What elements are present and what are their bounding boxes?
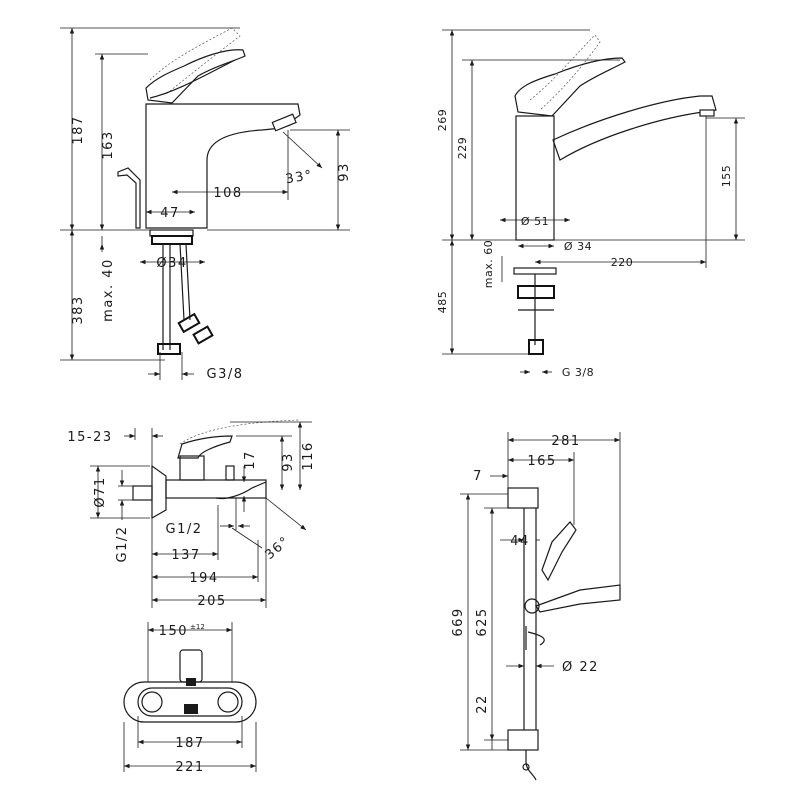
bath-front-lever (179, 649, 203, 683)
basin-nut (151, 235, 193, 245)
bath-inlet (132, 485, 153, 501)
s-label-d22: Ø 22 (562, 660, 599, 675)
k-label-269: 269 (436, 109, 449, 132)
lever-edge (149, 59, 236, 99)
s-label-165: 165 (527, 454, 556, 469)
b-label-g12-in: G1/2 (115, 526, 130, 563)
shower-top-bracket (507, 487, 539, 509)
bath-lever (177, 435, 233, 459)
s-label-281: 281 (551, 434, 580, 449)
shower-slider (524, 598, 540, 614)
label-383: 383 (71, 295, 86, 324)
label-108: 108 (213, 186, 242, 201)
s-label-625: 625 (475, 607, 490, 636)
label-max40: max. 40 (101, 258, 116, 322)
hose-fitting-mid (177, 312, 201, 334)
b-label-1523: 15-23 (67, 430, 112, 445)
bath-front-outlet (184, 704, 198, 714)
kitchen-lever-ghost (529, 34, 601, 111)
kitchen-nut (517, 285, 555, 299)
b-label-g12-out: G1/2 (166, 522, 203, 537)
k-label-485: 485 (436, 291, 449, 314)
b-label-d71: Ø71 (93, 476, 108, 507)
bath-diverter (225, 465, 235, 481)
k-label-d34: Ø 34 (564, 240, 592, 253)
label-163: 163 (101, 130, 116, 159)
bath-handle-base (179, 455, 205, 481)
bath-lever-ghost (179, 419, 301, 445)
kitchen-mixer-drawing: 269 229 155 Ø 51 Ø 34 220 max. 60 485 G … (436, 29, 745, 379)
shower-bottom-bracket (507, 729, 539, 751)
b-ext-36 (231, 527, 263, 549)
bf-label-150: 150 (159, 624, 188, 639)
bath-spout-curve (215, 481, 267, 500)
bath-front-diverter (186, 678, 196, 686)
k-label-d51: Ø 51 (521, 215, 549, 228)
b-label-93: 93 (281, 452, 296, 472)
label-187: 187 (71, 115, 86, 144)
hose-mid (179, 243, 191, 321)
s-label-669: 669 (451, 607, 466, 636)
hose-fitting-left (157, 343, 181, 355)
hose-fitting-right (192, 325, 214, 345)
shower-set-drawing: 281 165 7 44 669 625 22 Ø 22 (451, 432, 621, 781)
b-label-116: 116 (301, 441, 316, 470)
label-93: 93 (337, 162, 352, 182)
basin-lever (145, 49, 246, 104)
shower-hose-2 (527, 631, 545, 646)
s-label-22: 22 (475, 694, 490, 714)
kitchen-base (513, 267, 557, 275)
shower-handset-horizontal (535, 584, 621, 613)
b-label-205: 205 (197, 594, 226, 609)
shower-handset-tilted (541, 521, 577, 582)
bf-label-187: 187 (175, 736, 204, 751)
s-label-7: 7 (473, 469, 483, 484)
shower-hose-nut (522, 763, 530, 771)
bath-front-eccentric-right (217, 691, 239, 713)
bf-label-221: 221 (175, 760, 204, 775)
k-label-g38: G 3/8 (562, 366, 594, 379)
b-label-17: 17 (243, 450, 258, 470)
bf-label-tolerance: ±12 (190, 623, 205, 631)
basin-mixer-drawing: 187 163 93 108 47 33° Ø34 383 max. 40 G3… (60, 27, 352, 382)
k-label-220: 220 (611, 256, 634, 269)
kitchen-spout (552, 95, 717, 161)
kitchen-lever (514, 57, 626, 117)
label-d34: Ø34 (156, 256, 187, 271)
k-label-229: 229 (456, 137, 469, 160)
lever-ghost-outline (149, 27, 241, 96)
bath-front-eccentric-left (141, 691, 163, 713)
aerator (271, 113, 297, 132)
kitchen-aerator (699, 109, 715, 117)
k-label-155: 155 (720, 165, 733, 188)
bath-front-body (137, 687, 243, 717)
shower-hose-bottom (525, 750, 537, 781)
s-label-44: 44 (510, 534, 530, 549)
dim-33-deg (282, 131, 323, 169)
label-g38: G3/8 (207, 367, 244, 382)
popup-rod (117, 167, 141, 229)
label-33-deg: 33° (285, 168, 315, 188)
b-label-36-deg: 36° (262, 534, 293, 563)
bath-mixer-drawing: 15-23 116 93 17 Ø71 G1/2 G1/2 36° 137 19… (67, 419, 316, 775)
b-label-194: 194 (189, 571, 218, 586)
b-dim-36-deg (265, 497, 307, 531)
kitchen-fitting (528, 339, 544, 355)
label-47: 47 (160, 206, 180, 221)
bath-wall-flange (151, 464, 167, 520)
b-label-137: 137 (171, 548, 200, 563)
k-label-max60: max. 60 (482, 240, 495, 288)
